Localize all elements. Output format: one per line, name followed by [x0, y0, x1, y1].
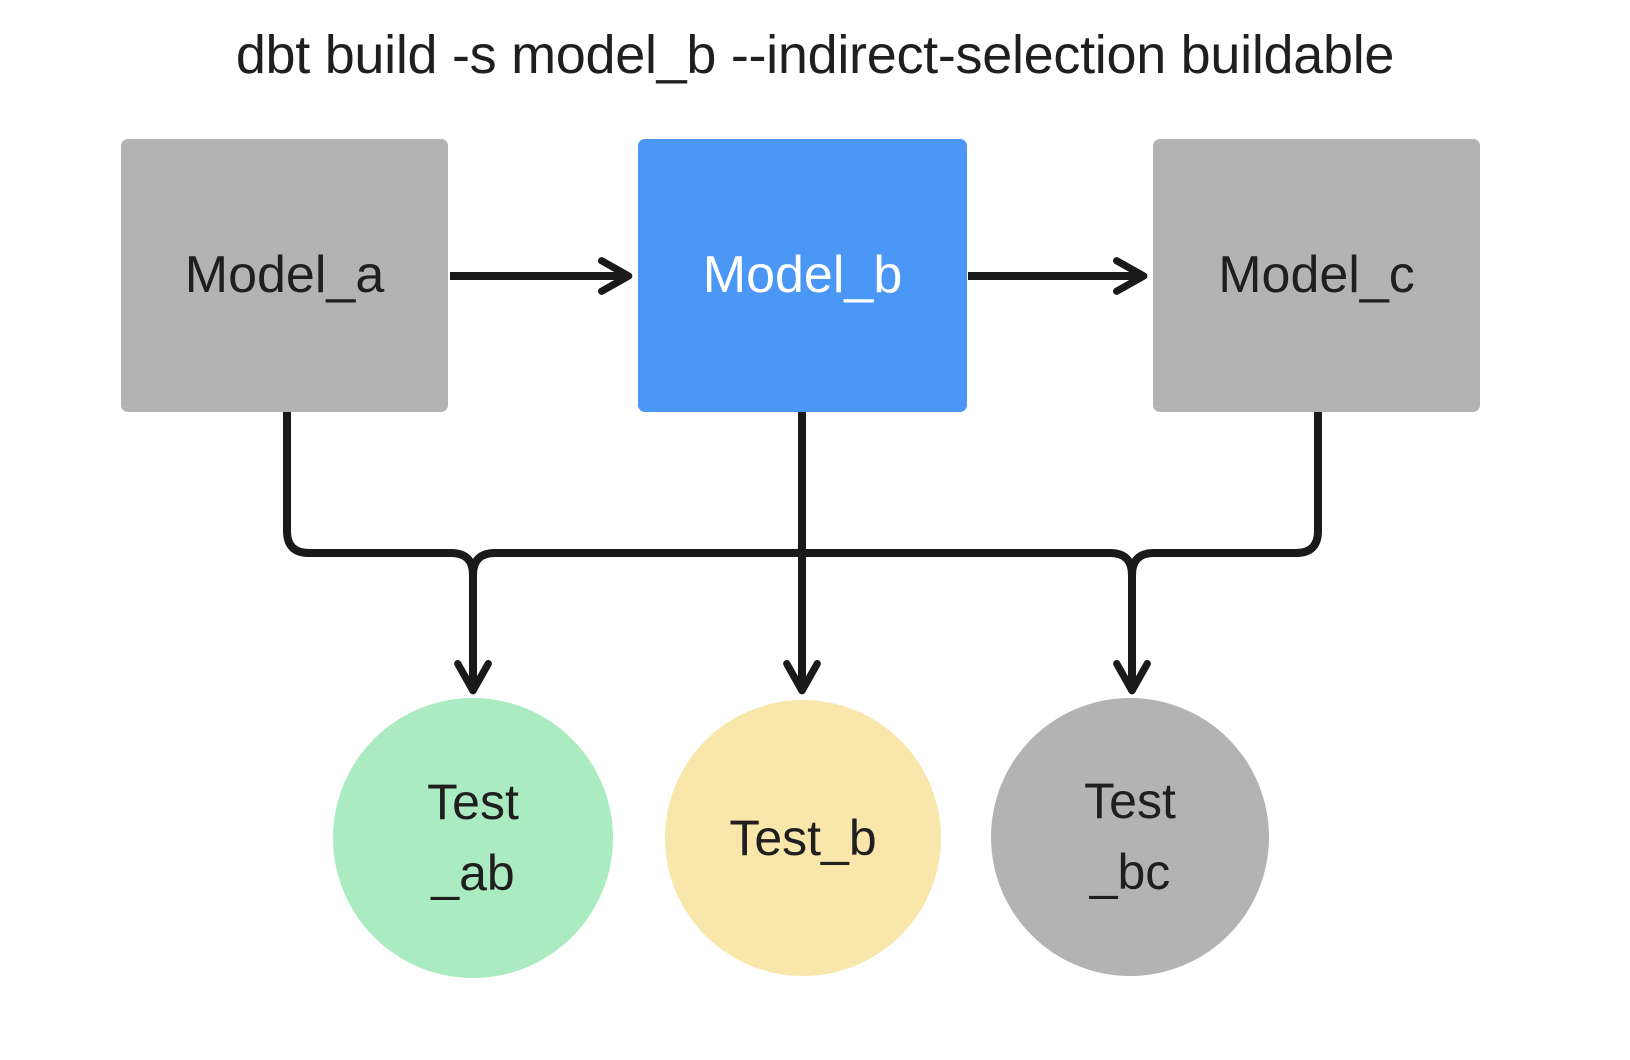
node-test-ab[interactable]: Test _ab	[333, 698, 613, 978]
node-model-c-label: Model_c	[1218, 245, 1415, 304]
node-test-bc-label-line1: Test	[1084, 773, 1176, 829]
node-test-bc[interactable]: Test _bc	[991, 698, 1269, 976]
node-model-a-label: Model_a	[184, 245, 385, 304]
node-test-ab-label-line1: Test	[427, 774, 519, 830]
node-model-b[interactable]: Model_b	[638, 139, 967, 412]
diagram-title: dbt build -s model_b --indirect-selectio…	[235, 25, 1395, 85]
node-test-bc-label-line2: _bc	[1089, 844, 1171, 900]
node-model-a[interactable]: Model_a	[121, 139, 448, 412]
node-model-b-label: Model_b	[702, 245, 903, 304]
node-test-b-label-line1: Test_b	[729, 809, 877, 866]
edge-model-b-to-test-ab	[469, 549, 806, 579]
node-test-b[interactable]: Test_b	[665, 700, 941, 976]
node-test-ab-label-line2: _ab	[431, 845, 515, 901]
edge-model-c-to-test-bc	[1128, 408, 1322, 579]
edge-model-b-to-test-bc	[798, 549, 1151, 695]
edge-model-a-to-test-ab	[283, 408, 492, 695]
node-model-c[interactable]: Model_c	[1153, 139, 1480, 412]
